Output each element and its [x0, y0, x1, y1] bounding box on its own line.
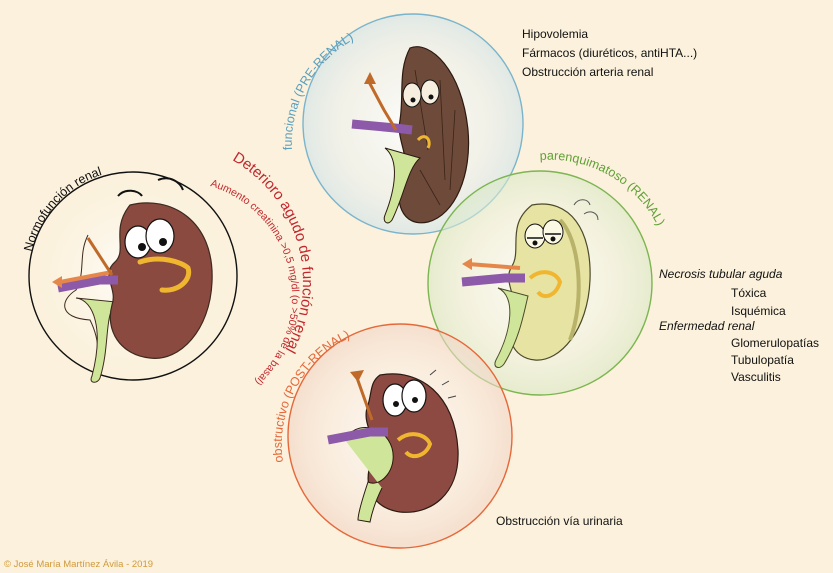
normal-kidney-illustration — [52, 177, 213, 383]
renal-er-title: Enfermedad renal — [659, 319, 755, 333]
prerenal-cause-3: Obstrucción arteria renal — [522, 65, 654, 79]
prerenal-kidney-illustration — [351, 46, 470, 224]
renal-er-item-2: Tubulopatía — [731, 353, 794, 367]
postrenal-cause: Obstrucción vía urinaria — [496, 514, 623, 528]
renal-er-item-1: Glomerulopatías — [731, 336, 820, 350]
renal-kidney-illustration — [461, 199, 599, 368]
renal-nta-item-1: Tóxica — [731, 286, 767, 300]
postrenal-kidney-illustration — [327, 369, 459, 523]
copyright-text: © José María Martínez Ávila - 2019 — [4, 559, 154, 570]
prerenal-cause-1: Hipovolemia — [522, 27, 589, 41]
renal-nta-item-2: Isquémica — [731, 304, 786, 318]
renal-nta-title: Necrosis tubular aguda — [659, 267, 783, 281]
prerenal-cause-2: Fármacos (diuréticos, antiHTA...) — [522, 46, 698, 60]
renal-er-item-3: Vasculitis — [731, 370, 781, 384]
deterioro-title: Deterioro agudo de función renal — [230, 149, 316, 356]
